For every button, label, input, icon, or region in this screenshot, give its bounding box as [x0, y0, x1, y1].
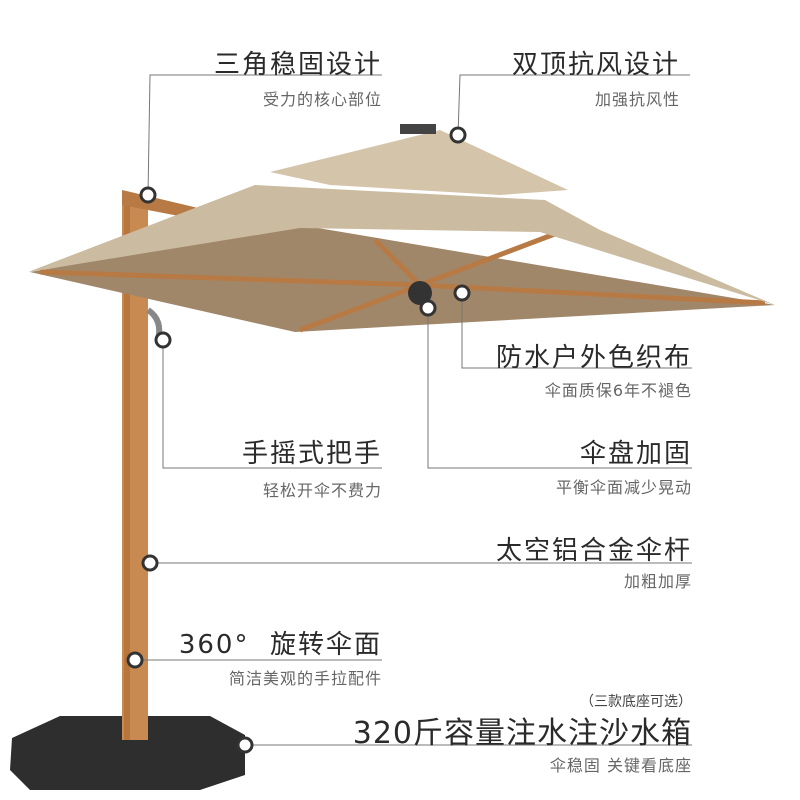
feature-title: 360° 旋转伞面: [178, 630, 382, 660]
base-subtitle: 伞稳固 关键看底座: [549, 756, 692, 775]
canopy-hub-light: [408, 281, 432, 305]
canopy-ribs: [39, 229, 766, 333]
feature-title: 防水户外色织布: [495, 343, 692, 373]
feature-subtitle: 受力的核心部位: [262, 90, 382, 109]
feature-subtitle: 简洁美观的手拉配件: [228, 669, 382, 688]
base-title: 320斤容量注水注沙水箱: [352, 716, 692, 751]
feature-subtitle: 伞面质保6年不褪色: [544, 381, 692, 400]
canopy-lower: [28, 185, 775, 305]
callout-dots: [126, 126, 471, 754]
feature-title: 太空铝合金伞杆: [495, 536, 692, 566]
water-tank-base: [10, 716, 245, 790]
pole-shading: [124, 200, 130, 740]
feature-subtitle: 加强抗风性: [594, 90, 680, 109]
solar-light-panel: [400, 124, 436, 134]
feature-title: 伞盘加固: [579, 439, 692, 469]
feature-subtitle: 轻松开伞不费力: [262, 481, 382, 500]
leader-lines: [135, 74, 692, 746]
feature-subtitle: 加粗加厚: [623, 572, 692, 591]
canopy-upper: [270, 130, 568, 195]
base-note: （三款底座可选）: [580, 694, 692, 710]
feature-title: 双顶抗风设计: [511, 50, 680, 80]
canopy-underside: [30, 225, 775, 332]
feature-title: 手摇式把手: [241, 439, 382, 469]
feature-subtitle: 平衡伞面减少晃动: [555, 478, 692, 497]
feature-title: 三角稳固设计: [213, 50, 382, 80]
